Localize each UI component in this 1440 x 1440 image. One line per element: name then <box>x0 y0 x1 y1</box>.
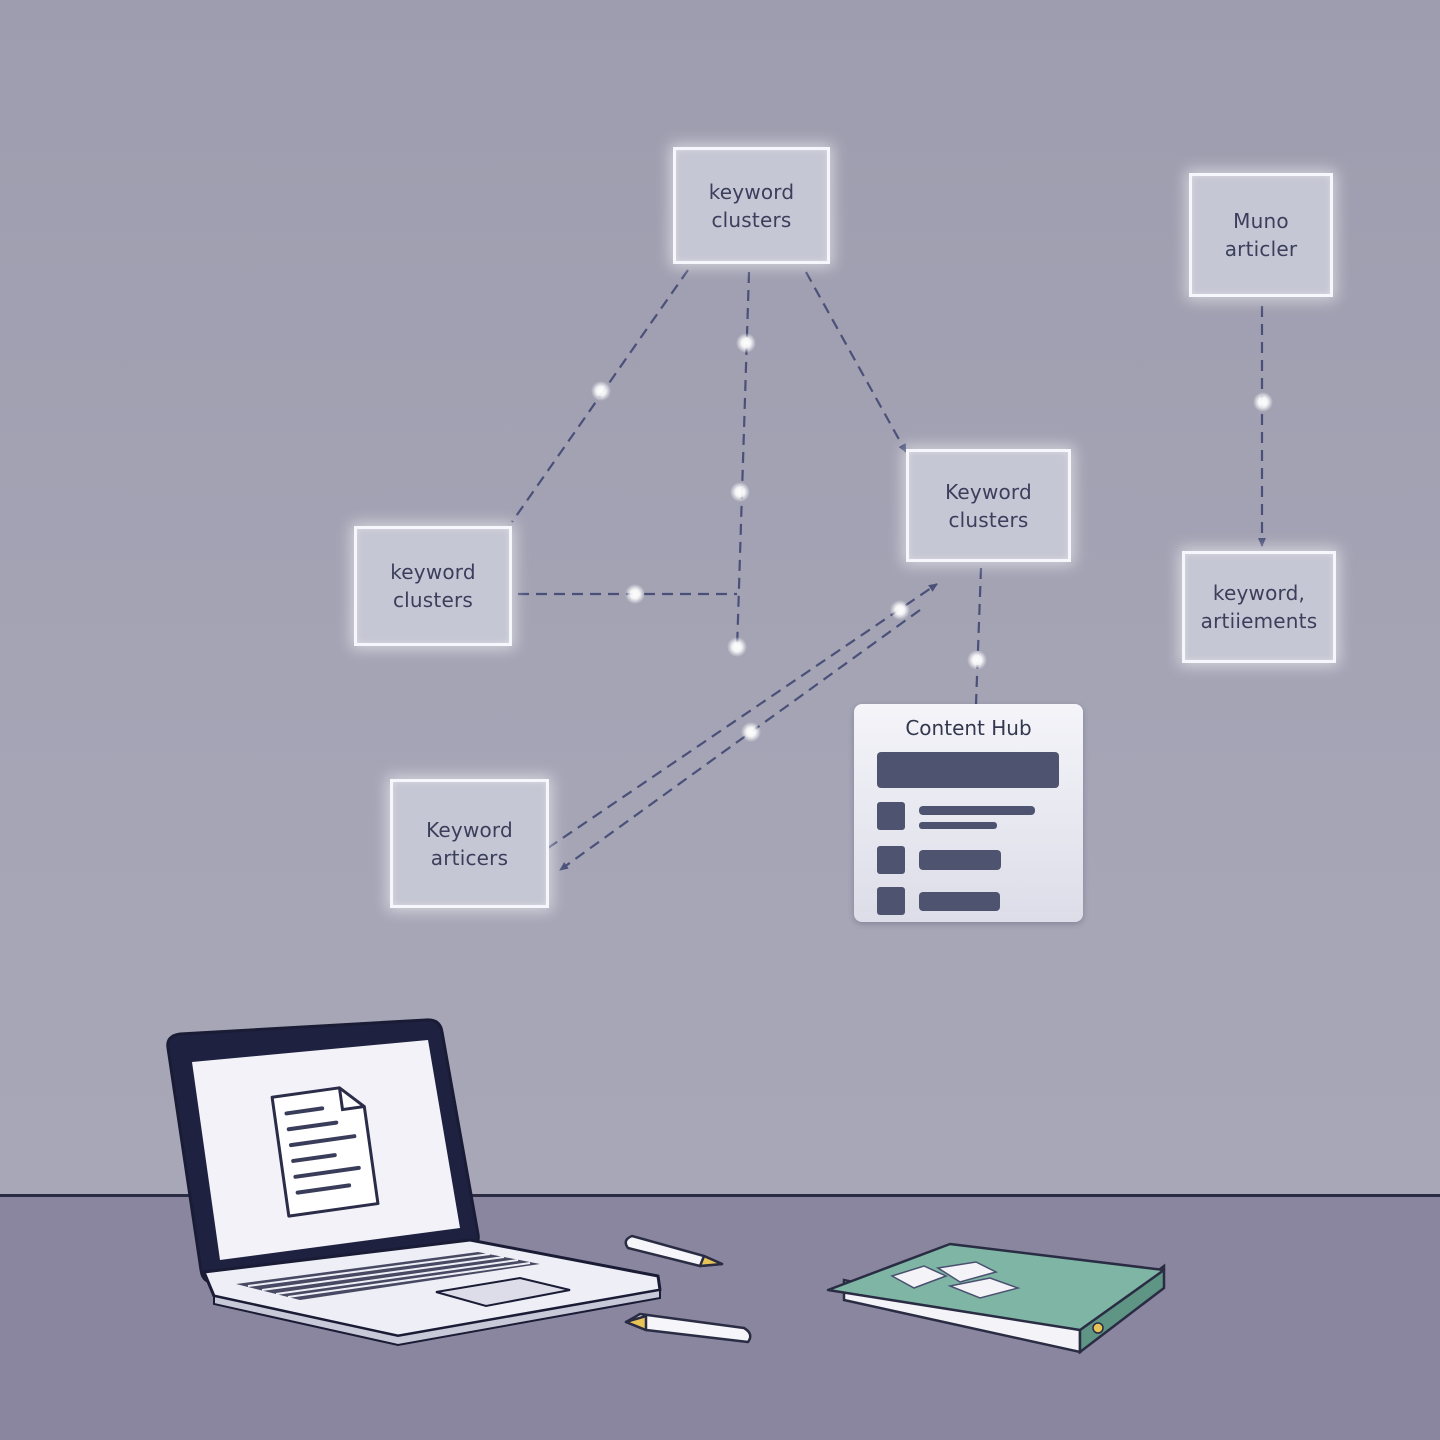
hub-row-icon <box>877 846 905 874</box>
glow-dots <box>591 333 1273 742</box>
node-label-line2: clusters <box>392 588 474 612</box>
node-keyword-artiiements: keyword, artiiements <box>1182 551 1336 663</box>
hub-row-line <box>919 822 997 829</box>
node-label-line2: clusters <box>711 207 792 232</box>
hub-row-line <box>919 850 1001 870</box>
node-label-line2: artiiements <box>1200 609 1318 633</box>
hub-row-line <box>919 806 1035 815</box>
hub-row-icon <box>877 802 905 830</box>
link-right-to-bottom-upper <box>547 583 938 849</box>
node-label-line1: keyword <box>708 179 795 204</box>
node-keyword-articers: Keyword articers <box>390 779 549 908</box>
node-keyword-clusters-left: keyword clusters <box>354 526 512 646</box>
link-right-to-bottom-lower <box>559 609 921 871</box>
node-label-line2: articers <box>430 845 509 870</box>
hub-row-icon <box>877 887 905 915</box>
node-label-line1: keyword, <box>1212 581 1306 605</box>
node-label-line1: Muno <box>1233 209 1289 233</box>
node-keyword-clusters-top: keyword clusters <box>673 147 830 264</box>
node-muno-articler: Muno articler <box>1189 173 1333 297</box>
node-label-line2: articler <box>1224 237 1298 261</box>
link-right-to-hub <box>974 567 983 705</box>
content-hub-title: Content Hub <box>905 716 1032 740</box>
node-label-line1: Keyword <box>426 817 513 842</box>
node-label-line2: clusters <box>948 507 1029 532</box>
node-label-line1: Keyword <box>945 479 1032 504</box>
content-hub-card: Content Hub <box>854 704 1083 922</box>
hub-header-bar <box>877 752 1059 788</box>
hub-row-line <box>919 892 1000 911</box>
link-top-to-right <box>805 271 907 453</box>
node-keyword-clusters-right: Keyword clusters <box>906 449 1071 562</box>
node-label-line1: keyword <box>390 560 476 584</box>
